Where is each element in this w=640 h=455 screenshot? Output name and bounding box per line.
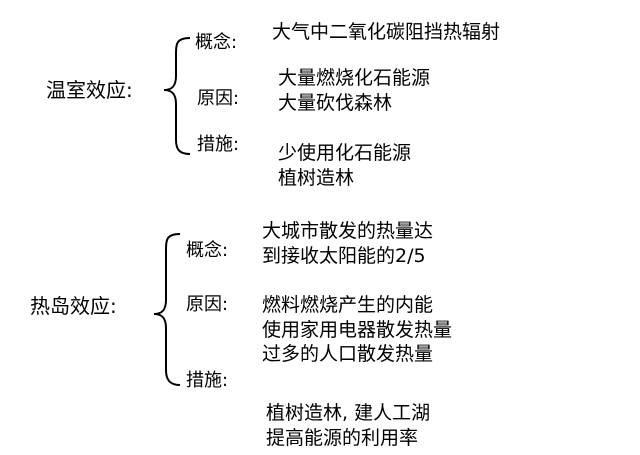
content-line: 使用家用电器散发热量: [262, 318, 453, 341]
content-greenhouse-cause: 大量燃烧化石能源 大量砍伐森林: [278, 66, 430, 115]
content-line: 大气中二氧化碳阻挡热辐射: [272, 21, 501, 43]
brace-heat-island: [153, 233, 181, 386]
content-heat-island-cause: 燃料燃烧产生的内能 使用家用电器散发热量 过多的人口散发热量: [262, 293, 452, 367]
label-heat-island-cause: 原因:: [186, 294, 229, 315]
content-line: 到接收太阳能的2/5: [262, 244, 426, 267]
brace-greenhouse: [163, 37, 191, 155]
label-greenhouse-cause: 原因:: [197, 88, 240, 109]
content-line: 提高能源的利用率: [266, 426, 419, 449]
content-heat-island-measure: 植树造林, 建人工湖 提高能源的利用率: [266, 401, 430, 450]
content-greenhouse-measure: 少使用化石能源 植树造林: [278, 141, 411, 190]
content-line: 大量燃烧化石能源: [278, 67, 431, 89]
topic-heat-island-effect: 热岛效应:: [30, 294, 117, 318]
content-line: 植树造林, 建人工湖: [266, 402, 431, 424]
content-heat-island-concept: 大城市散发的热量达 到接收太阳能的2/5: [262, 219, 433, 268]
label-heat-island-concept: 概念:: [186, 240, 229, 261]
topic-greenhouse-effect: 温室效应:: [46, 78, 133, 102]
content-line: 大城市散发的热量达: [262, 220, 434, 242]
label-greenhouse-measure: 措施:: [197, 134, 240, 155]
content-line: 少使用化石能源: [278, 142, 412, 164]
label-heat-island-measure: 措施:: [186, 370, 229, 391]
content-line: 大量砍伐森林: [278, 91, 393, 114]
content-line: 过多的人口散发热量: [262, 343, 434, 366]
content-line: 植树造林: [278, 166, 355, 189]
label-greenhouse-concept: 概念:: [195, 32, 238, 53]
content-greenhouse-concept: 大气中二氧化碳阻挡热辐射: [272, 20, 500, 45]
content-line: 燃料燃烧产生的内能: [262, 294, 434, 316]
